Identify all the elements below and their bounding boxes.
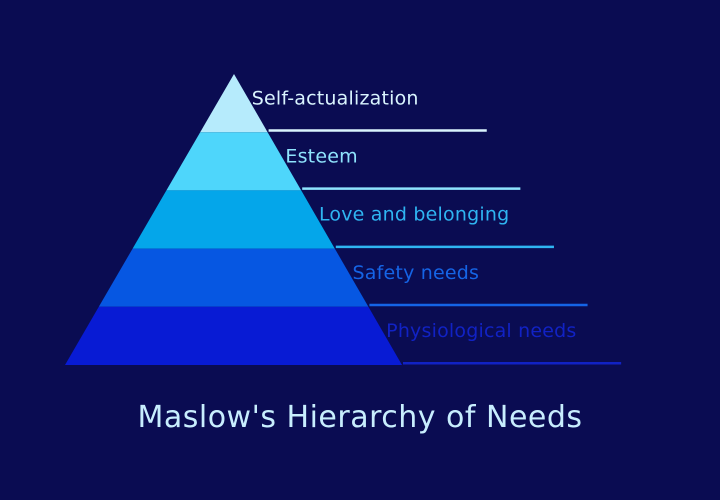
tier-physiological-needs	[65, 306, 402, 365]
tier-self-actualization	[200, 74, 268, 133]
label-self-actualization: Self-actualization	[252, 87, 419, 109]
label-safety-needs: Safety needs	[353, 262, 480, 284]
label-esteem: Esteem	[285, 145, 357, 167]
label-physiological-needs: Physiological needs	[386, 320, 576, 342]
label-love-and-belonging: Love and belonging	[319, 204, 509, 226]
diagram-title: Maslow's Hierarchy of Needs	[137, 400, 583, 435]
tier-safety-needs	[98, 248, 369, 307]
tier-love-and-belonging	[132, 190, 335, 249]
tier-esteem	[166, 132, 302, 191]
